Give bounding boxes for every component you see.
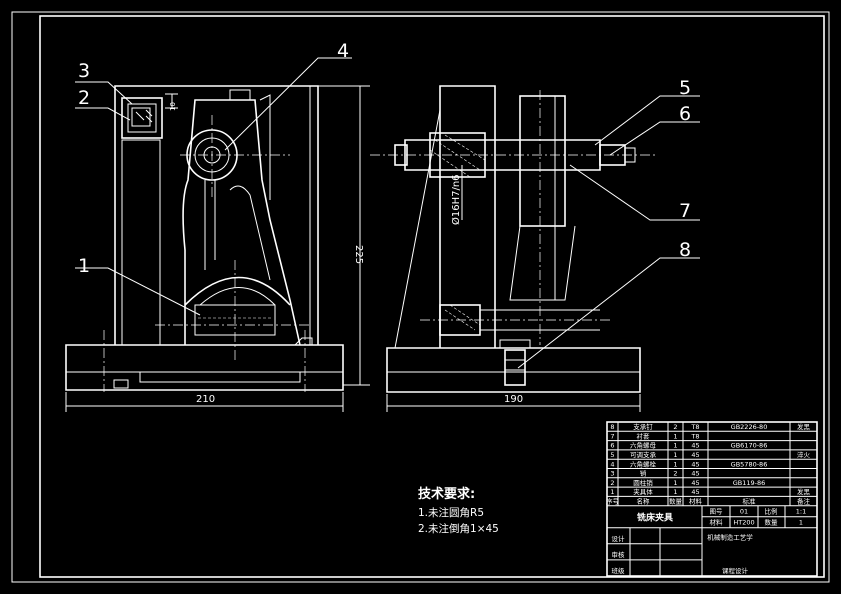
requirements-title: 技术要求: xyxy=(418,486,475,502)
bom-cell: 销 xyxy=(640,469,647,478)
bom-cell: 7 xyxy=(610,432,614,440)
bom-cell: 发黑 xyxy=(797,487,811,496)
bom-cell: 1 xyxy=(673,460,677,468)
inner-border xyxy=(39,15,825,578)
callout-labels: 3 2 1 4 5 6 7 8 xyxy=(78,40,691,277)
side-view xyxy=(370,85,655,412)
bom-cell: 可调支承 xyxy=(630,450,657,459)
qty: 1 xyxy=(799,519,803,527)
bom-header-cell: 备注 xyxy=(797,497,811,506)
bom-cell: 夹具体 xyxy=(633,487,653,496)
bom-cell: 2 xyxy=(673,423,677,431)
scale: 1:1 xyxy=(796,508,806,516)
bom-cell: 1 xyxy=(673,432,677,440)
leaders xyxy=(75,57,700,369)
bom-cell: 45 xyxy=(691,442,699,450)
requirement-2: 2.未注倒角1×45 xyxy=(418,522,499,535)
bom-cell: 衬套 xyxy=(637,431,651,440)
drawing-no: 01 xyxy=(740,508,748,516)
bom-cell: 6 xyxy=(610,442,614,450)
dim-bore: Ø16H7/n6 xyxy=(450,174,462,225)
outer-border xyxy=(11,11,830,583)
school-name: 机械制造工艺学 xyxy=(707,533,753,542)
bom-cell: 3 xyxy=(610,470,614,478)
dimension-labels: 210 190 225 Ø16H7/n6 10 xyxy=(169,102,523,405)
scale-label: 比例 xyxy=(765,507,778,516)
bom-cell: 圆柱销 xyxy=(633,478,653,487)
bom-cell: 2 xyxy=(610,479,614,487)
dim-front-width: 210 xyxy=(196,394,215,405)
bom-cell: 45 xyxy=(691,488,699,496)
bom-cell: 45 xyxy=(691,451,699,459)
bom-cell: 5 xyxy=(610,451,614,459)
callout-1: 1 xyxy=(78,255,90,277)
bom-header-cell: 数量 xyxy=(669,497,683,506)
dim-small: 10 xyxy=(169,102,177,111)
role-2: 班级 xyxy=(612,566,626,575)
bom-cell: 45 xyxy=(691,470,699,478)
callout-6: 6 xyxy=(679,103,691,125)
bom-cell: 淬火 xyxy=(797,450,811,459)
technical-requirements: 技术要求: 1.未注圆角R5 2.未注倒角1×45 xyxy=(418,486,499,535)
bom-cell: 2 xyxy=(673,470,677,478)
material-label: 材料 xyxy=(710,518,724,527)
bom-cell: 六角螺栓 xyxy=(630,459,657,468)
callout-5: 5 xyxy=(679,77,691,99)
role-0: 设计 xyxy=(612,534,626,543)
role-1: 审核 xyxy=(612,550,626,559)
requirement-1: 1.未注圆角R5 xyxy=(418,506,484,519)
bom-cell: 1 xyxy=(610,488,614,496)
bom-cell: GB5780-86 xyxy=(731,460,768,468)
bom-cell: 1 xyxy=(673,479,677,487)
front-view xyxy=(65,85,370,412)
bom-cell: 支承钉 xyxy=(633,422,653,431)
bom-cell: 六角螺母 xyxy=(630,441,657,450)
bom-cell: 4 xyxy=(610,460,614,468)
callout-2: 2 xyxy=(78,87,90,109)
bom-header-cell: 名称 xyxy=(637,497,651,506)
bom-cell: 8 xyxy=(610,423,614,431)
bom-cell: 1 xyxy=(673,488,677,496)
bom-cell: GB2226-80 xyxy=(731,423,768,431)
bom-cell: 45 xyxy=(691,460,699,468)
bom-cell: 45 xyxy=(691,479,699,487)
bom-cell: 1 xyxy=(673,442,677,450)
bom-header-cell: 材料 xyxy=(689,497,703,506)
drawing-no-label: 图号 xyxy=(710,508,724,516)
dim-height: 225 xyxy=(353,245,364,264)
bom-header-cell: 序号 xyxy=(606,497,620,506)
bom-cell: 1 xyxy=(673,451,677,459)
bom-cell: GB119-86 xyxy=(733,479,766,487)
callout-4: 4 xyxy=(337,40,349,62)
bom-header-cell: 标准 xyxy=(743,497,757,506)
course-name: 课程设计 xyxy=(722,566,749,575)
callout-7: 7 xyxy=(679,200,691,222)
qty-label: 数量 xyxy=(765,518,779,527)
callout-3: 3 xyxy=(78,60,90,82)
bom-cell: T8 xyxy=(690,432,699,440)
material: HT200 xyxy=(733,519,754,527)
bom-cell: 发黑 xyxy=(797,422,811,431)
bom-cell: T8 xyxy=(690,423,699,431)
drawing-title: 铣床夹具 xyxy=(637,512,673,524)
dim-side-width: 190 xyxy=(504,394,523,405)
callout-8: 8 xyxy=(679,239,691,261)
bom-cell: GB6170-86 xyxy=(731,442,768,450)
